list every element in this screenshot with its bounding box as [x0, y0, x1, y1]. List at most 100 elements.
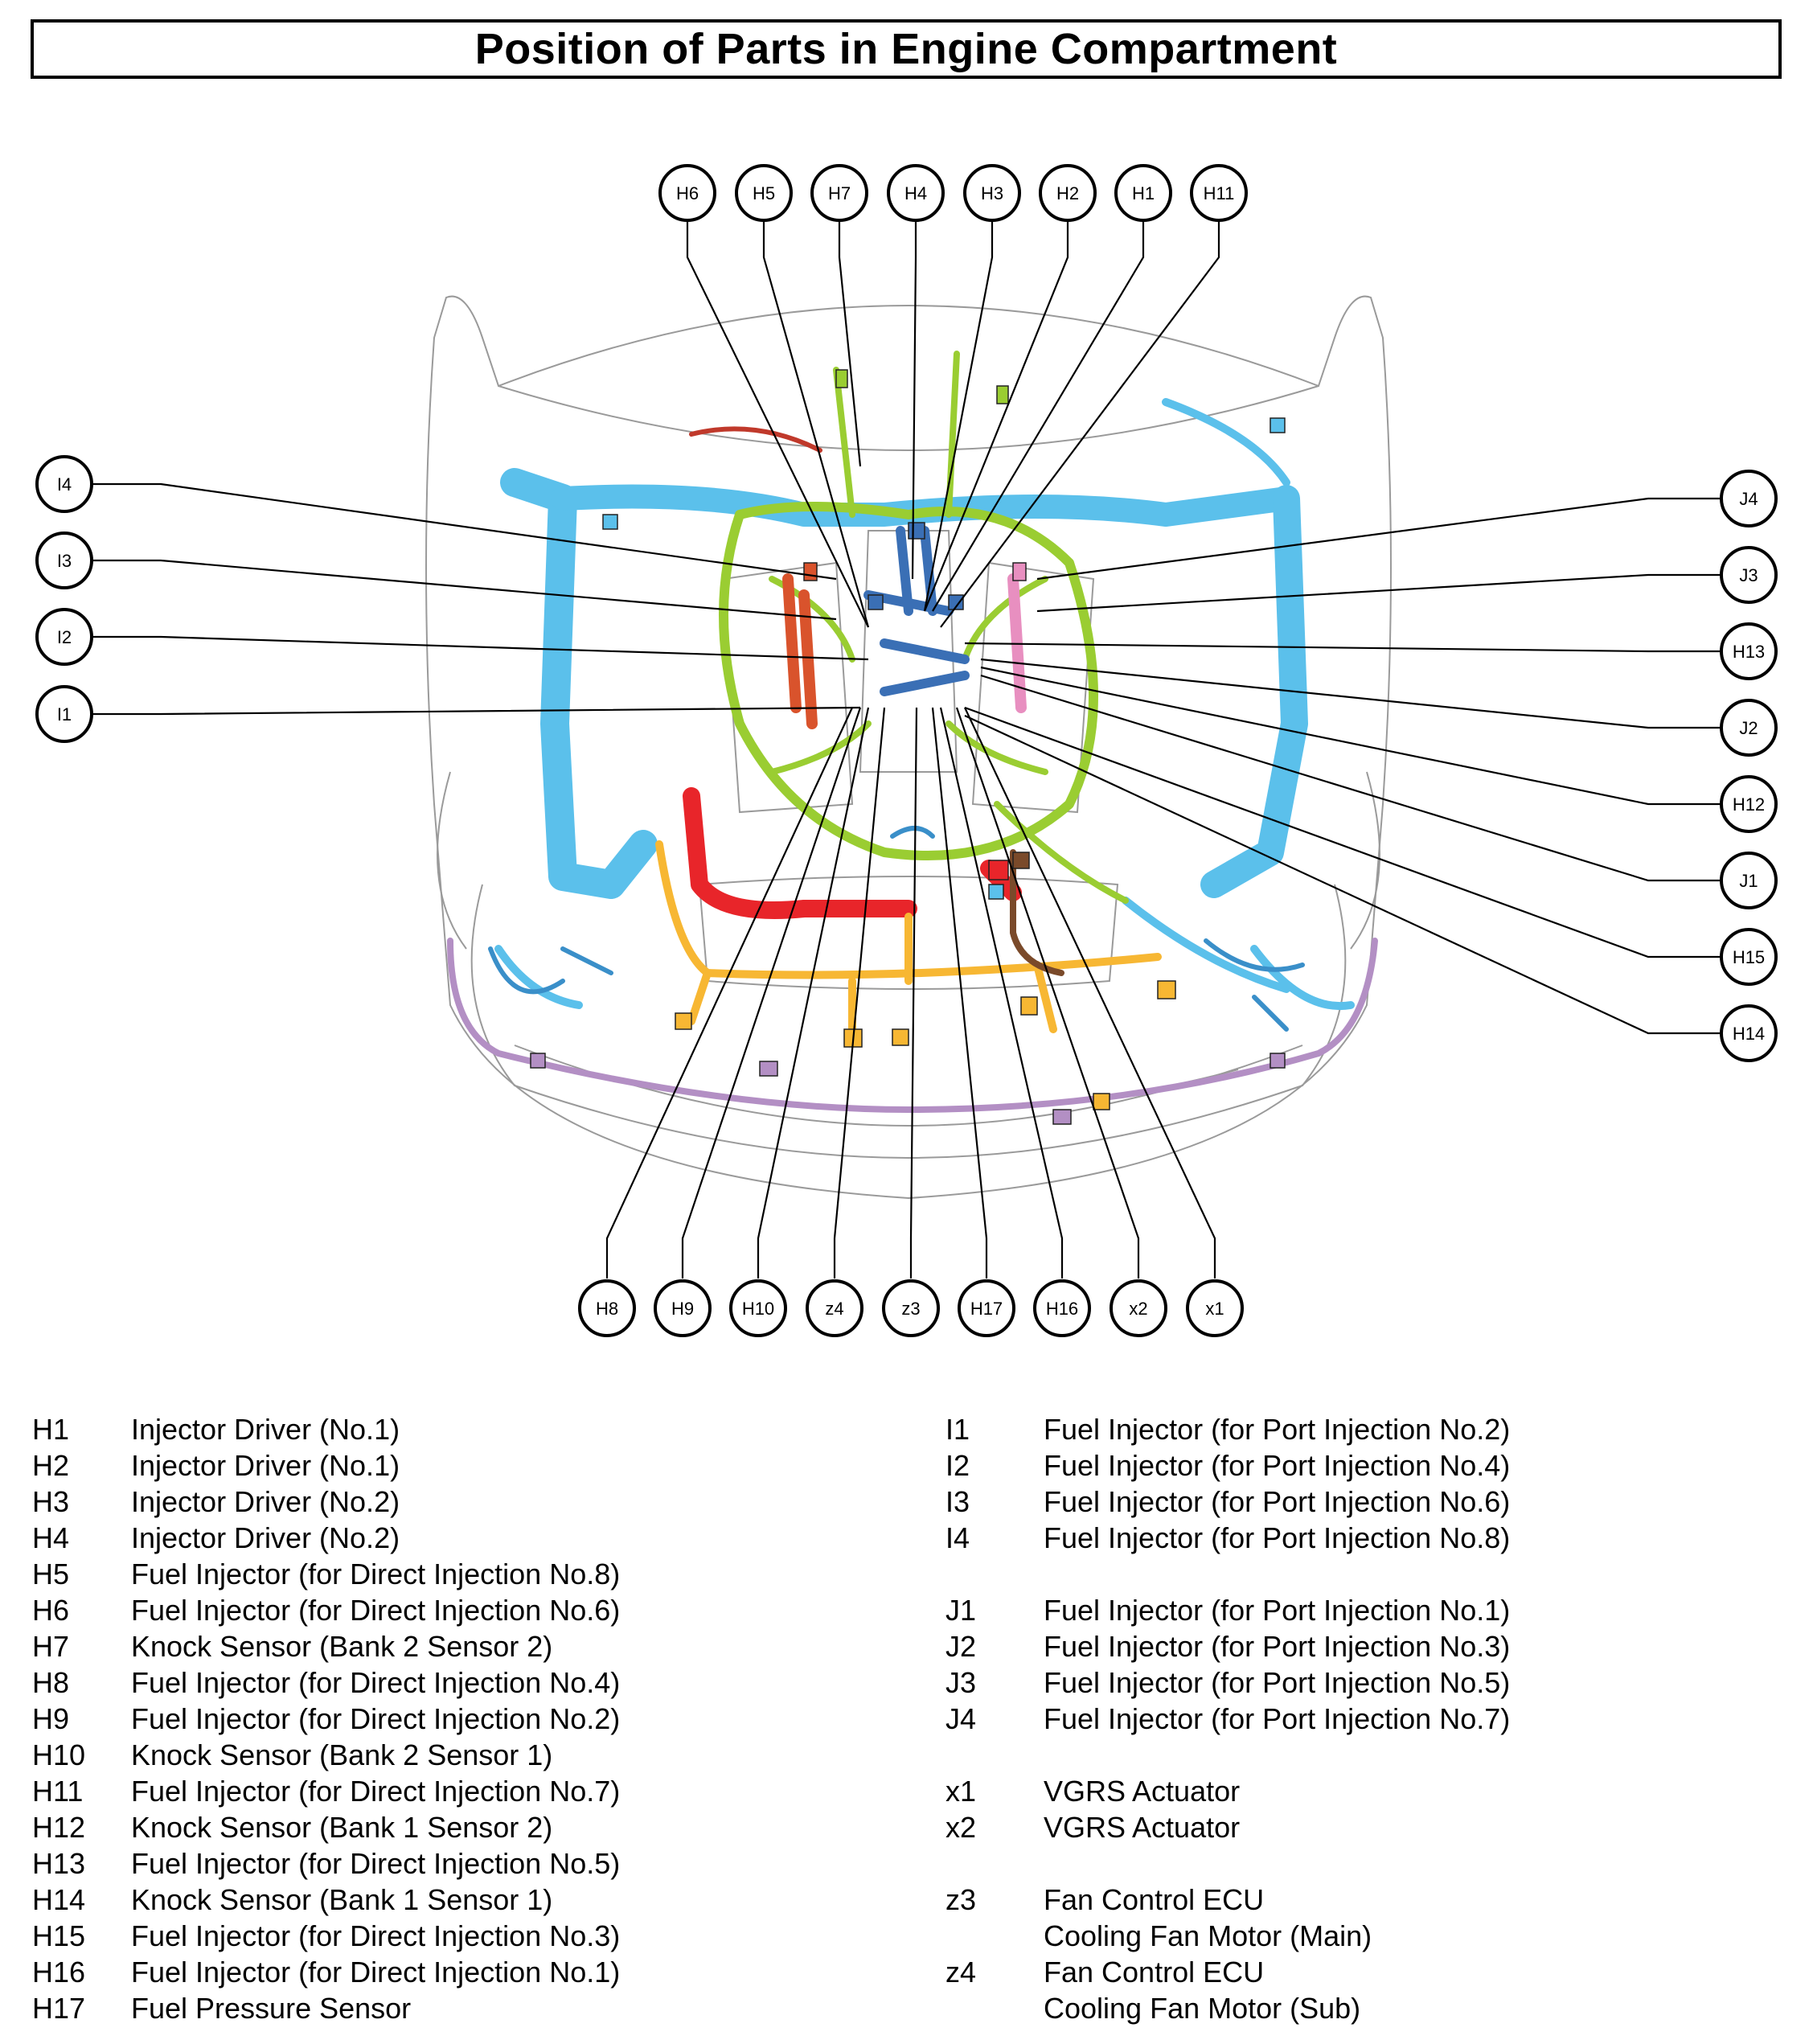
legend-desc: Injector Driver (No.2): [131, 1485, 400, 1518]
legend-code: z4: [945, 1956, 977, 1989]
callout-z4: z4: [806, 1279, 863, 1337]
legend-desc: Fan Control ECU: [1044, 1956, 1265, 1989]
callout-H10: H10: [729, 1279, 787, 1337]
callout-label: H10: [742, 1299, 774, 1319]
callout-label: H17: [970, 1299, 1003, 1319]
engine-compartment-diagram: H6 H5 H7 H4 H3 H2 H1 H11 I4 I3 I2 I1 J4 …: [35, 164, 1778, 1337]
legend-row: [945, 1845, 1798, 1882]
legend-desc: Injector Driver (No.1): [131, 1449, 400, 1482]
legend-code: H17: [32, 1992, 86, 2025]
callout-I1: I1: [35, 685, 93, 743]
legend-code: J1: [945, 1594, 977, 1627]
callout-label: H6: [676, 183, 699, 203]
callout-H14: H14: [1720, 1004, 1778, 1062]
callout-H13: H13: [1720, 622, 1778, 680]
legend-row: H5 Fuel Injector (for Direct Injection No…: [32, 1556, 917, 1592]
callout-label: I2: [57, 627, 72, 647]
legend-desc: VGRS Actuator: [1044, 1775, 1241, 1808]
legend-row: [945, 1556, 1798, 1592]
callout-z3: z3: [882, 1279, 940, 1337]
legend-desc: VGRS Actuator: [1044, 1811, 1241, 1844]
callout-label: I4: [57, 474, 72, 495]
legend-code: I1: [945, 1413, 970, 1446]
harness-green-main: [719, 502, 1098, 860]
callout-label: H12: [1733, 794, 1765, 815]
callout-H5: H5: [735, 164, 793, 222]
harness-darkblue-center: [863, 526, 970, 696]
legend-desc: Knock Sensor (Bank 2 Sensor 1): [131, 1738, 553, 1771]
callout-label: H15: [1733, 947, 1765, 967]
callout-label: H7: [828, 183, 851, 203]
legend-desc: Injector Driver (No.1): [131, 1413, 400, 1446]
callout-label: H14: [1733, 1024, 1765, 1044]
legend-desc: Fuel Injector (for Port Injection No.4): [1044, 1449, 1511, 1482]
legend-code: H16: [32, 1956, 86, 1989]
legend-code: H13: [32, 1847, 86, 1880]
callout-H12: H12: [1720, 775, 1778, 833]
legend-code: H14: [32, 1883, 86, 1916]
legend-desc: Cooling Fan Motor (Main): [1044, 1919, 1372, 1952]
legend-code: H15: [32, 1919, 86, 1952]
legend-desc: Fuel Injector (for Port Injection No.1): [1044, 1594, 1511, 1627]
legend-code: I3: [945, 1485, 970, 1518]
harness-connectors: [530, 369, 1286, 1125]
legend-code: I2: [945, 1449, 970, 1482]
vehicle-outline: [425, 295, 1392, 1200]
callout-x2: x2: [1110, 1279, 1167, 1337]
legend-desc: Fuel Injector (for Direct Injection No.8…: [131, 1558, 621, 1590]
callout-J3: J3: [1720, 546, 1778, 604]
legend-code: J4: [945, 1702, 977, 1735]
legend-code: H5: [32, 1558, 70, 1590]
legend-code: x2: [945, 1811, 977, 1844]
callout-label: H11: [1204, 183, 1235, 203]
callout-label: H13: [1733, 642, 1765, 662]
legend-desc: Injector Driver (No.2): [131, 1521, 400, 1554]
legend-desc: Cooling Fan Motor (Sub): [1044, 1992, 1361, 2025]
callout-H1: H1: [1114, 164, 1172, 222]
callout-H3: H3: [963, 164, 1021, 222]
harness-rust-bank2: [782, 573, 818, 729]
legend-code: H10: [32, 1738, 86, 1771]
legend-code: z3: [945, 1883, 977, 1916]
leader-lines: [92, 221, 1721, 1279]
legend-desc: Fuel Injector (for Direct Injection No.6…: [131, 1594, 621, 1627]
harness-blue-branch: [494, 398, 1355, 1011]
page-title-box: Position of Parts in Engine Compartment: [31, 19, 1782, 79]
callout-H15: H15: [1720, 928, 1778, 986]
legend-row: I3 Fuel Injector (for Port Injection No.6…: [945, 1484, 1798, 1520]
legend-desc: Fuel Injector (for Port Injection No.6): [1044, 1485, 1511, 1518]
legend-row: x2 VGRS Actuator: [945, 1809, 1798, 1845]
callout-H8: H8: [578, 1279, 636, 1337]
legend-desc: Fuel Injector (for Direct Injection No.5…: [131, 1847, 621, 1880]
page-title: Position of Parts in Engine Compartment: [474, 25, 1338, 73]
callout-J1: J1: [1720, 852, 1778, 909]
legend-desc: Fuel Injector (for Direct Injection No.2…: [131, 1702, 621, 1735]
harness-blue-lower: [488, 826, 1305, 1032]
legend-row: H13 Fuel Injector (for Direct Injection N…: [32, 1845, 917, 1882]
legend-desc: Fuel Injector (for Port Injection No.2): [1044, 1413, 1511, 1446]
callout-label: H3: [981, 183, 1003, 203]
legend-row: z4 Fan Control ECU: [945, 1954, 1798, 1990]
callout-label: H8: [596, 1299, 618, 1319]
callout-label: H2: [1056, 183, 1079, 203]
legend-desc: Fuel Injector (for Port Injection No.3): [1044, 1630, 1511, 1663]
callout-label: H5: [753, 183, 775, 203]
callout-label: H4: [904, 183, 927, 203]
callout-H7: H7: [810, 164, 868, 222]
legend-desc: Fuel Injector (for Direct Injection No.7…: [131, 1775, 621, 1808]
callout-J2: J2: [1720, 699, 1778, 757]
